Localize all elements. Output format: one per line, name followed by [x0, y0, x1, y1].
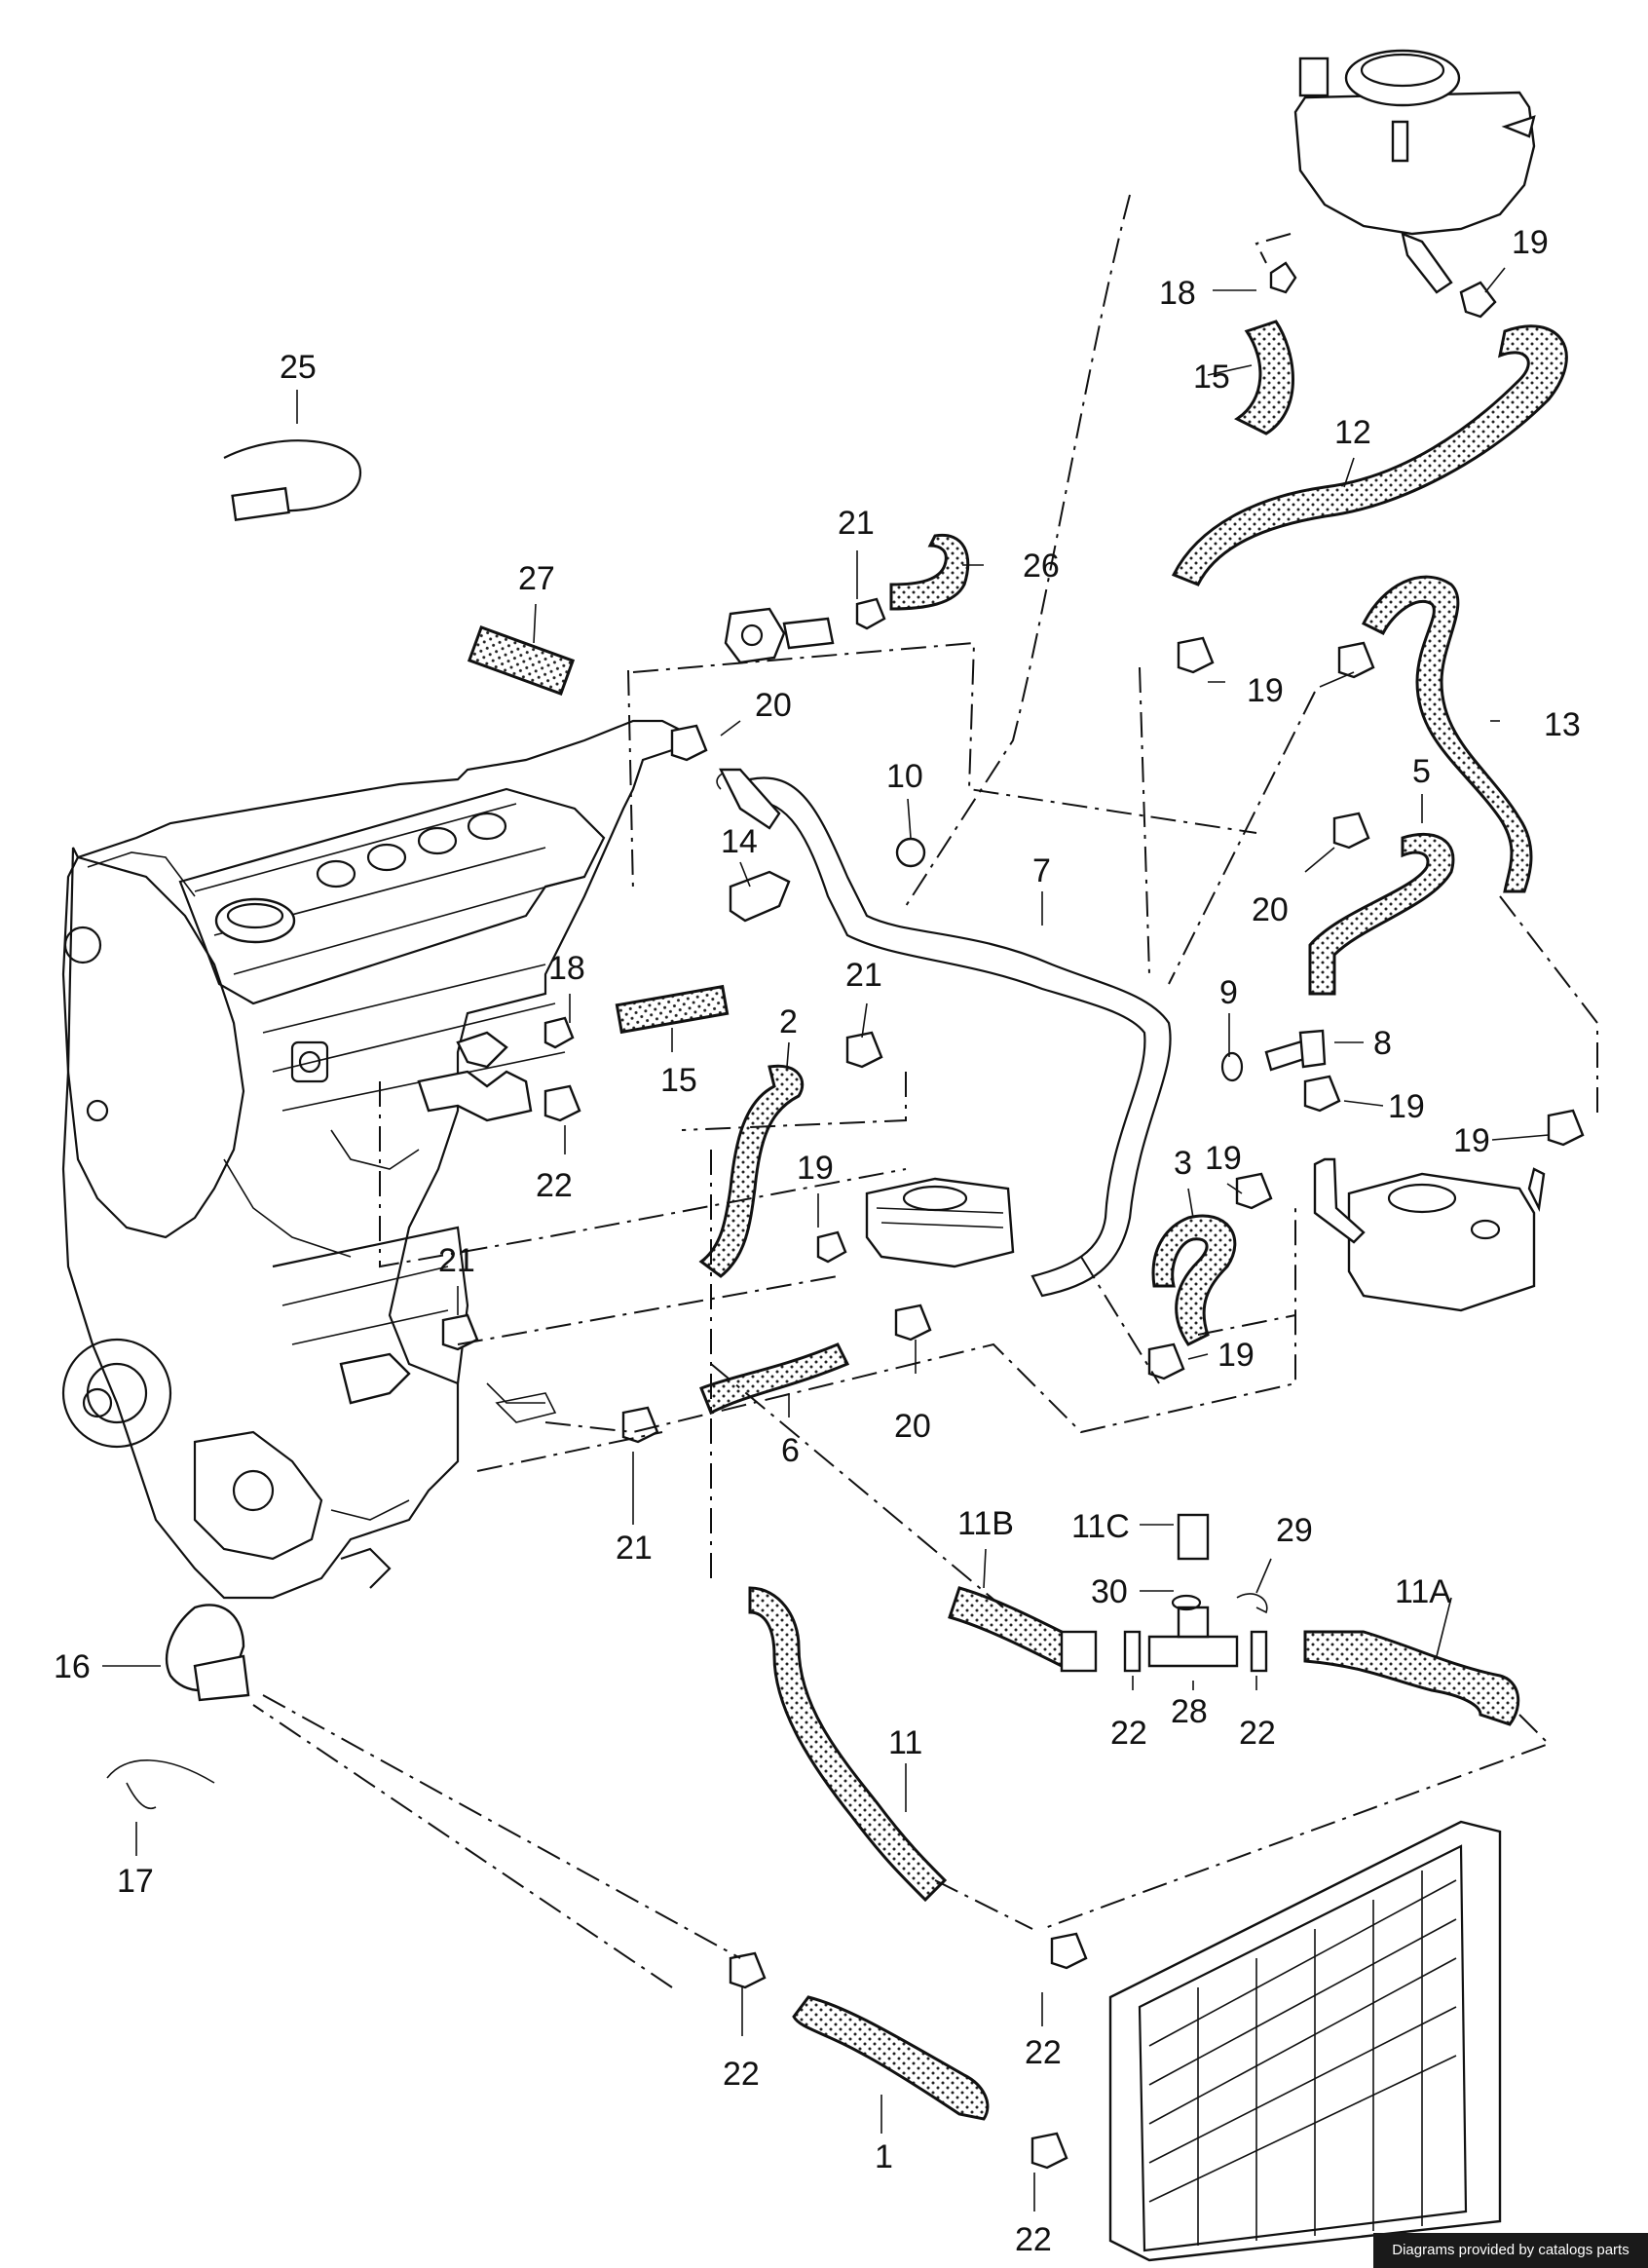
label-13: 13 [1544, 706, 1581, 743]
label-19: 19 [1205, 1140, 1242, 1177]
hoses [166, 320, 1568, 2121]
hose-15-lower [615, 984, 730, 1035]
label-22: 22 [723, 2056, 760, 2093]
label-22: 22 [1015, 2221, 1052, 2258]
label-25: 25 [280, 349, 317, 386]
hose-5 [1308, 832, 1455, 996]
label-11b: 11B [957, 1505, 1014, 1542]
engine-block [61, 719, 684, 1600]
label-19: 19 [1247, 672, 1284, 709]
label-19: 19 [1217, 1337, 1255, 1374]
credit-banner: Diagrams provided by catalogs parts [1373, 2233, 1648, 2268]
label-21: 21 [438, 1242, 475, 1279]
label-18: 18 [548, 950, 585, 987]
label-20: 20 [1252, 891, 1289, 928]
oil-cooler-right [1347, 1172, 1536, 1312]
hose-15-upper [1234, 320, 1294, 435]
label-7: 7 [1032, 852, 1051, 889]
label-8: 8 [1373, 1025, 1392, 1062]
label-19: 19 [1388, 1088, 1425, 1125]
hose-6 [699, 1342, 850, 1416]
hose-clamps [441, 261, 1585, 2170]
label-12: 12 [1334, 414, 1371, 451]
leader-lines [102, 267, 1550, 2211]
label-3: 3 [1174, 1145, 1192, 1182]
hose-11 [748, 1586, 948, 1903]
label-17: 17 [117, 1863, 154, 1900]
fittings [106, 439, 1546, 2262]
label-27: 27 [518, 560, 555, 597]
label-15: 15 [660, 1062, 697, 1099]
label-22: 22 [1110, 1715, 1147, 1752]
label-16: 16 [54, 1648, 91, 1685]
label-2: 2 [779, 1003, 798, 1040]
label-21: 21 [845, 957, 882, 994]
label-19: 19 [1512, 224, 1549, 261]
pipe-7 [748, 776, 1172, 1298]
hose-12 [1171, 324, 1568, 586]
label-9: 9 [1219, 974, 1238, 1011]
label-1: 1 [875, 2138, 893, 2175]
label-22: 22 [1025, 2034, 1062, 2071]
label-20: 20 [894, 1408, 931, 1445]
label-29: 29 [1276, 1512, 1313, 1549]
label-22: 22 [536, 1167, 573, 1204]
label-20: 20 [755, 687, 792, 724]
label-28: 28 [1171, 1693, 1208, 1730]
hose-11a [1303, 1630, 1520, 1726]
label-30: 30 [1091, 1573, 1128, 1610]
label-18: 18 [1159, 275, 1196, 312]
label-26: 26 [1023, 548, 1060, 585]
label-22: 22 [1239, 1715, 1276, 1752]
hose-27 [467, 625, 576, 696]
label-21: 21 [616, 1530, 653, 1567]
label-14: 14 [721, 823, 758, 860]
hose-1 [792, 1995, 990, 2121]
radiator [1108, 1820, 1502, 2262]
hose-11b [948, 1586, 1073, 1669]
label-11a: 11A [1395, 1573, 1451, 1610]
callout-labels: 25 27 21 26 20 10 14 7 18 15 12 19 19 13… [54, 224, 1581, 2258]
hose-26 [889, 533, 970, 611]
tee-28 [1147, 1635, 1239, 1668]
label-21: 21 [838, 505, 875, 542]
hose-13 [1361, 575, 1533, 893]
label-19: 19 [797, 1150, 834, 1187]
hose-2 [698, 1064, 805, 1278]
reference-lines [252, 194, 1598, 1988]
label-11c: 11C [1071, 1508, 1130, 1545]
label-19: 19 [1453, 1122, 1490, 1159]
label-5: 5 [1412, 753, 1431, 790]
label-6: 6 [781, 1432, 800, 1469]
label-15: 15 [1193, 359, 1230, 396]
hose-3 [1151, 1214, 1237, 1346]
expansion-tank [1293, 49, 1536, 294]
label-10: 10 [886, 758, 923, 795]
label-11: 11 [888, 1724, 922, 1761]
